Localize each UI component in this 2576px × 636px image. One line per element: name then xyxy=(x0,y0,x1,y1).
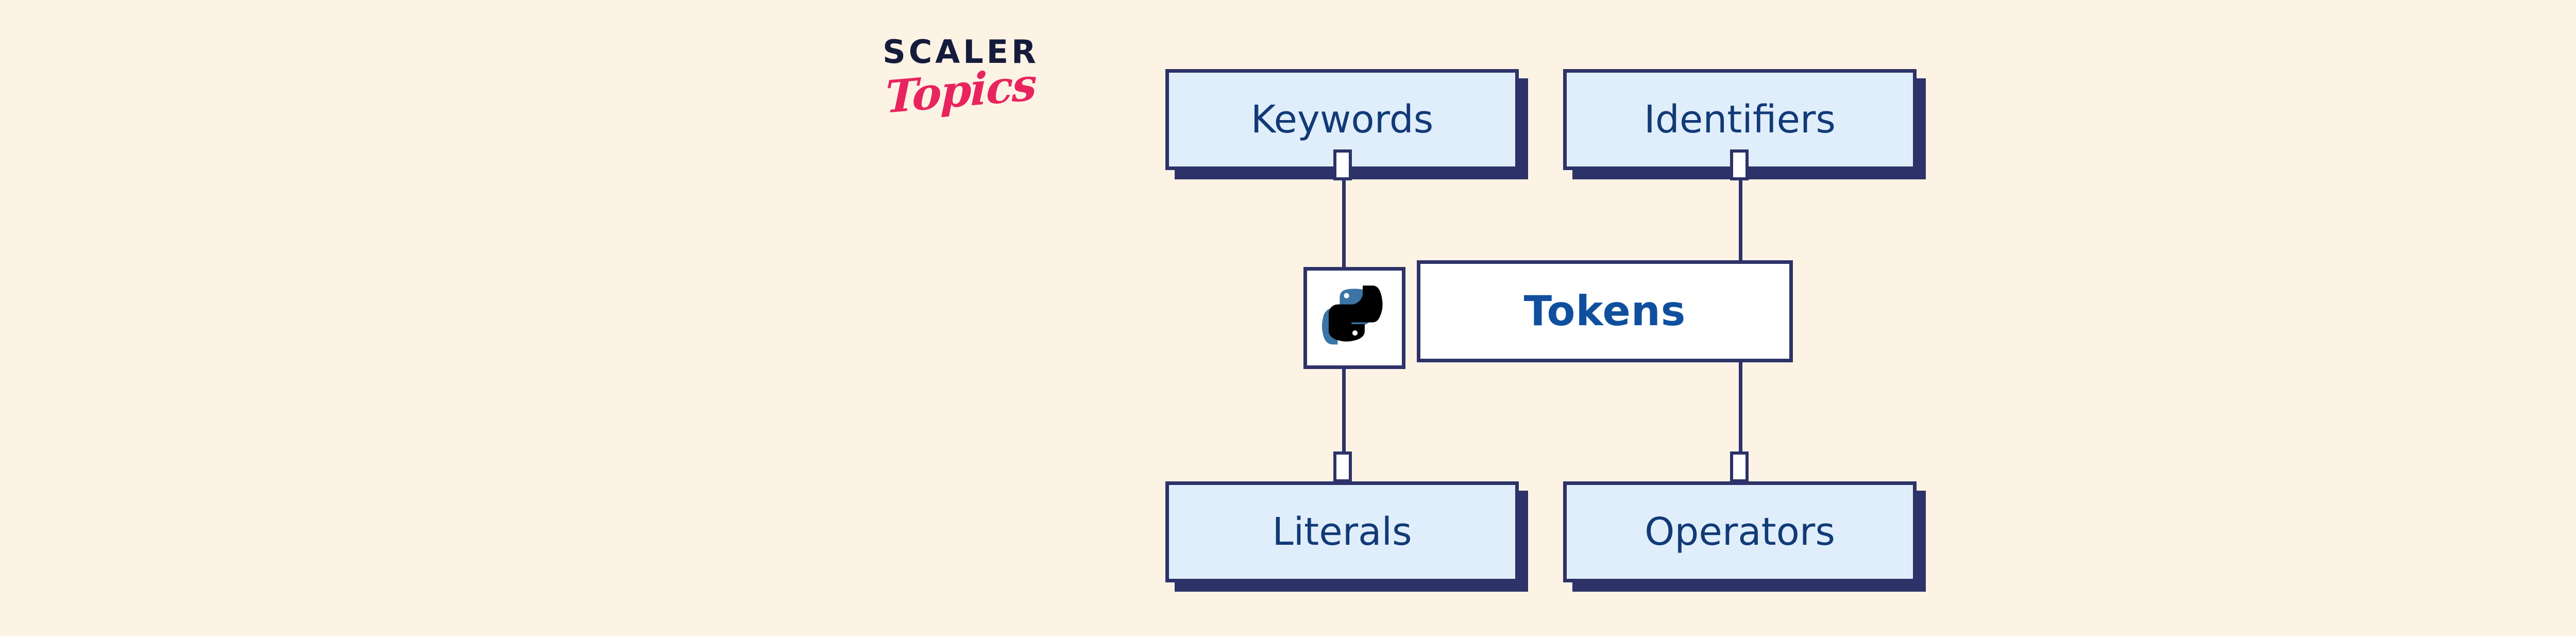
center-box-tokens[interactable]: Tokens xyxy=(1417,260,1793,362)
connector-identifiers-to-center xyxy=(1739,149,1742,265)
connector-center-to-operators xyxy=(1739,361,1742,482)
connector-keywords-to-center xyxy=(1342,149,1346,271)
python-logo-icon xyxy=(1322,286,1387,350)
connector-center-to-literals xyxy=(1342,361,1346,482)
branch-box-literals[interactable]: Literals xyxy=(1165,481,1519,582)
branch-label-identifiers: Identifiers xyxy=(1644,97,1836,142)
logo-wordmark-topics: Topics xyxy=(885,58,1037,124)
center-label-tokens: Tokens xyxy=(1523,287,1686,335)
connector-node-operators xyxy=(1730,451,1749,482)
branch-box-operators[interactable]: Operators xyxy=(1563,481,1917,582)
connector-node-keywords xyxy=(1333,149,1352,180)
logo-wordmark-scaler: SCALER xyxy=(883,33,1039,71)
connector-node-literals xyxy=(1333,451,1352,482)
python-logo-box[interactable] xyxy=(1303,267,1405,369)
branch-label-keywords: Keywords xyxy=(1250,97,1434,142)
branch-label-literals: Literals xyxy=(1272,510,1412,554)
scaler-topics-logo: SCALER Topics xyxy=(876,36,1046,126)
connector-node-identifiers xyxy=(1730,149,1749,180)
branch-label-operators: Operators xyxy=(1645,510,1835,554)
